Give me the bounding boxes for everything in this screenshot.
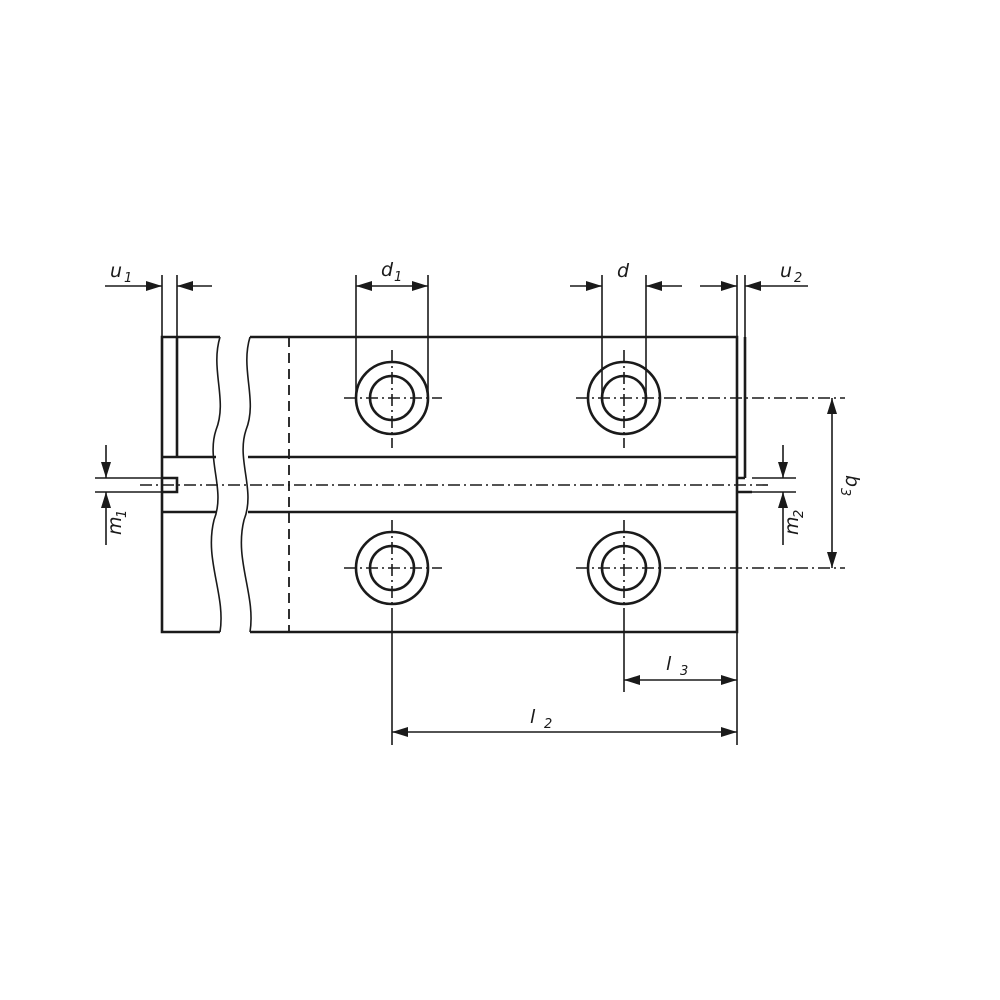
dimension-d1: d 1 bbox=[355, 259, 429, 398]
m2-label: m bbox=[781, 516, 803, 535]
rail-body bbox=[140, 335, 770, 634]
l2-label: l bbox=[530, 706, 536, 728]
hole-bottom-right bbox=[576, 520, 845, 620]
dimension-u2: u 2 bbox=[700, 260, 808, 337]
dimension-m1: m 1 bbox=[95, 445, 162, 545]
dimension-u1: u 1 bbox=[105, 260, 212, 337]
u2-label: u bbox=[780, 260, 792, 282]
u1-label: u bbox=[110, 260, 122, 282]
dimension-d: d bbox=[570, 260, 682, 398]
dimension-b3: b 3 bbox=[827, 398, 863, 568]
m1-label: m bbox=[104, 516, 126, 535]
d1-label: d bbox=[381, 259, 394, 281]
break-line-left bbox=[210, 336, 222, 633]
break-line-right bbox=[240, 336, 252, 633]
d1-sub: 1 bbox=[394, 270, 402, 285]
dimension-l3: l 3 bbox=[623, 620, 738, 745]
l3-label: l bbox=[666, 653, 672, 675]
m2-sub: 2 bbox=[792, 510, 807, 518]
u1-sub: 1 bbox=[124, 271, 132, 286]
l3-sub: 3 bbox=[680, 664, 688, 679]
d-label: d bbox=[617, 260, 630, 282]
dimension-l2: l 2 bbox=[391, 620, 737, 745]
hole-bottom-left bbox=[344, 520, 442, 620]
u2-sub: 2 bbox=[794, 271, 802, 286]
b3-label: b bbox=[841, 475, 863, 487]
b3-sub: 3 bbox=[837, 488, 852, 496]
hole-top-right bbox=[576, 350, 845, 448]
m1-sub: 1 bbox=[115, 510, 130, 518]
dimension-m2: m 2 bbox=[752, 445, 807, 545]
l2-sub: 2 bbox=[544, 717, 552, 732]
